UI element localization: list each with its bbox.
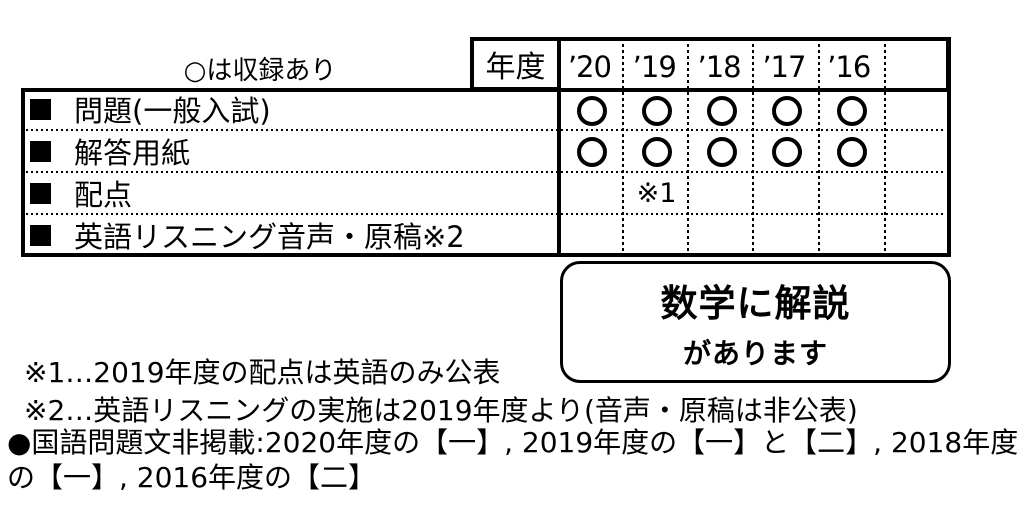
- year-column-19: ’19: [632, 49, 677, 84]
- col-separator-3: [752, 44, 754, 252]
- availability-circle: [836, 136, 867, 167]
- table-cell: [754, 173, 819, 214]
- black-square-bullet: [30, 224, 51, 246]
- row-label-text: 問題(一般入試): [74, 94, 271, 128]
- callout-title: 数学に解説: [660, 281, 851, 325]
- footnote-3: ●国語問題文非掲載:2020年度の【一】, 2019年度の【一】と【二】, 20…: [7, 426, 1019, 494]
- row-label-haiten: 配点: [30, 177, 132, 212]
- black-square-bullet: [30, 98, 51, 120]
- year-header-label: 年度: [485, 50, 546, 85]
- availability-circle: [576, 95, 607, 126]
- footnote-2: ※2…英語リスニングの実施は2019年度より(音声・原稿は非公表): [24, 394, 858, 427]
- table-cell: [819, 214, 884, 255]
- row-label-listening: 英語リスニング音声・原稿※2: [30, 219, 465, 254]
- year-column-empty: [881, 41, 946, 92]
- table-cell: [819, 131, 884, 172]
- table-cell: [559, 214, 624, 255]
- table-cell: [624, 90, 689, 131]
- table-cell: [819, 90, 884, 131]
- year-column-18: ’18: [697, 49, 742, 84]
- availability-circle: [836, 95, 867, 126]
- table-cell: [754, 90, 819, 131]
- row-label-kaitoyoshi: 解答用紙: [30, 135, 190, 170]
- table-cell: [884, 131, 949, 172]
- table-cell: [689, 131, 754, 172]
- table-cell: [559, 131, 624, 172]
- availability-circle: [706, 95, 737, 126]
- row-label-text: 解答用紙: [74, 136, 191, 170]
- row-separator-2: [26, 171, 944, 173]
- availability-circle: [576, 136, 607, 167]
- black-square-bullet: [30, 140, 51, 162]
- year-column-17: ’17: [762, 49, 806, 84]
- table-cell: [884, 214, 949, 255]
- row-label-text: 配点: [74, 178, 133, 212]
- table-body-outline: [21, 88, 951, 257]
- callout-bubble: 数学に解説 があります: [560, 261, 951, 383]
- year-header-cell: 年度: [470, 37, 561, 91]
- availability-circle: [771, 136, 802, 167]
- availability-grid: ※1: [559, 90, 949, 255]
- row-separator-1: [26, 129, 944, 131]
- footnote-1: ※1…2019年度の配点は英語のみ公表: [24, 356, 501, 389]
- availability-circle: [641, 136, 672, 167]
- table-cell: [559, 90, 624, 131]
- row-separator-3: [26, 213, 944, 215]
- table-cell: [689, 90, 754, 131]
- availability-circle: [771, 95, 802, 126]
- callout-subtitle: があります: [682, 336, 828, 370]
- table-cell: [689, 173, 754, 214]
- col-separator-4: [818, 44, 820, 252]
- row-label-mondai: 問題(一般入試): [30, 93, 271, 128]
- table-cell: ※1: [636, 177, 677, 209]
- table-cell: [754, 131, 819, 172]
- row-label-text: 英語リスニング音声・原稿※2: [74, 220, 465, 254]
- availability-circle: [641, 95, 672, 126]
- table-cell: [884, 90, 949, 131]
- col-separator-2: [687, 44, 689, 252]
- year-header-row: ’20 ’19 ’18 ’17 ’16: [557, 37, 951, 92]
- table-vertical-divider: [557, 37, 561, 257]
- black-square-bullet: [30, 182, 51, 204]
- table-cell: [624, 131, 689, 172]
- col-separator-5: [884, 44, 886, 252]
- table-cell: [819, 173, 884, 214]
- year-column-20: ’20: [567, 49, 612, 84]
- table-cell: [624, 214, 689, 255]
- availability-circle: [706, 136, 737, 167]
- col-separator-1: [622, 44, 624, 252]
- table-cell: [559, 173, 624, 214]
- table-cell: [689, 214, 754, 255]
- year-column-16: ’16: [827, 49, 871, 84]
- table-cell: [754, 214, 819, 255]
- legend-text: ○は収録あり: [183, 56, 337, 86]
- table-cell: [884, 173, 949, 214]
